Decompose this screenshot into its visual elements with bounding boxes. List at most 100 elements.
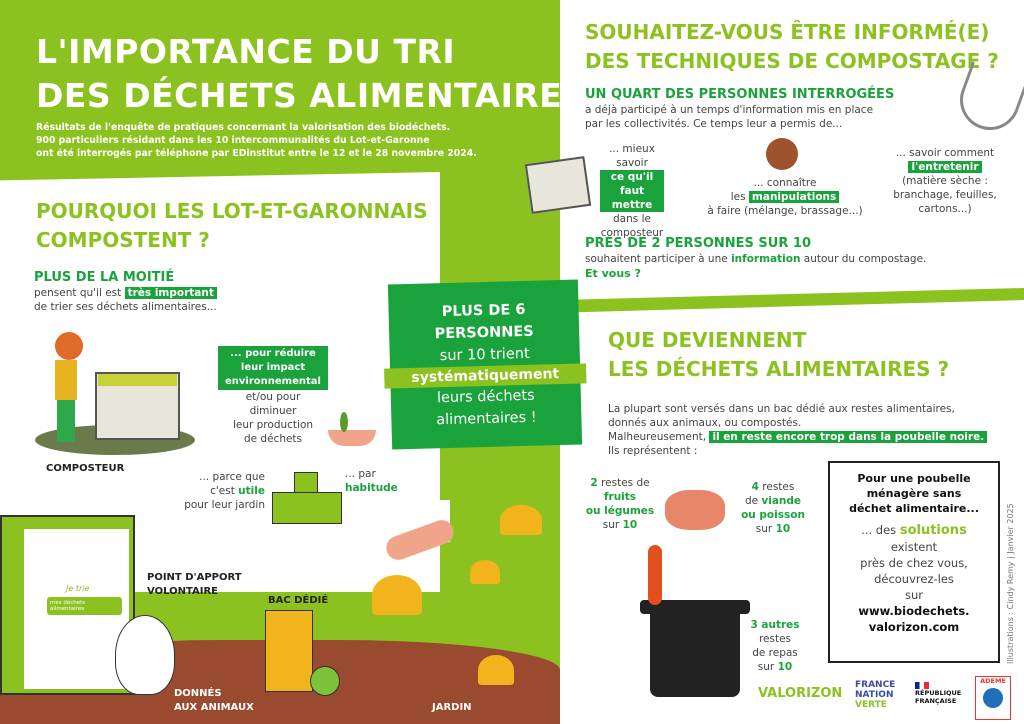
highlight-line: ... pour réduire — [230, 348, 316, 359]
label-jardin: JARDIN — [432, 702, 472, 713]
banana-peel-icon — [372, 575, 422, 615]
text: (matière sèche : — [902, 175, 988, 187]
text: souhaitent participer à une — [585, 253, 728, 265]
logo-text: ADEME — [980, 677, 1006, 685]
logo-text: NATION — [855, 690, 894, 700]
highlight: manipulations — [748, 191, 840, 203]
text: de trier ses déchets alimentaires... — [34, 301, 217, 313]
label-line: VOLONTAIRE — [147, 586, 218, 597]
text: branchage, feuilles, — [893, 189, 997, 201]
text: de repas — [752, 647, 798, 659]
highlight-line: leur impact — [240, 362, 306, 373]
label-bac-dedie: BAC DÉDIÉ — [268, 595, 329, 606]
compost-bin-icon — [524, 156, 592, 214]
title-line: Pour une poubelle — [857, 472, 971, 485]
bold-text: 3 autres — [750, 619, 800, 631]
banana-peel-icon — [478, 655, 514, 685]
highlight: utile — [238, 485, 265, 497]
text: près de chez vous, — [860, 556, 968, 570]
text: découvrez-les — [874, 572, 954, 586]
banana-peel-icon — [470, 560, 500, 584]
valorizon-logo: VALORIZON — [758, 686, 843, 701]
text: les — [730, 191, 746, 203]
bold-text: information — [731, 253, 801, 265]
highlight: l'entretenir — [908, 161, 982, 173]
number: 10 — [622, 519, 638, 531]
website-link[interactable]: www.biodechets. — [858, 604, 970, 618]
text: pensent qu'il est — [34, 287, 122, 299]
label-line: DONNÉS — [174, 688, 222, 699]
bold-text: ou poisson — [741, 509, 805, 521]
text: ... connaître — [753, 177, 817, 189]
label-line: AUX ANIMAUX — [174, 702, 254, 713]
title-line: ménagère sans — [866, 487, 962, 500]
page-title: L'IMPORTANCE DU TRI DES DÉCHETS ALIMENTAI… — [36, 30, 587, 118]
logo-text: FRANCE — [855, 680, 896, 690]
label-animaux: DONNÉS AUX ANIMAUX — [174, 687, 254, 715]
text: diminuer — [249, 405, 297, 417]
center-stat-box: PLUS DE 6 PERSONNES sur 10 trient systém… — [384, 279, 587, 450]
text: sur — [602, 519, 620, 531]
highlight-line: ce qu'il faut — [610, 171, 654, 197]
stat-meat: 4 restes de viande ou poisson sur 10 — [738, 480, 808, 536]
text: sur — [755, 523, 773, 535]
title-line: SOUHAITEZ-VOUS ÊTRE INFORMÉ(E) — [585, 20, 990, 44]
highlight: habitude — [345, 482, 398, 494]
hand-plant-icon — [318, 408, 383, 454]
text: a déjà participé à un temps d'informatio… — [585, 104, 874, 116]
text: composteur — [600, 227, 664, 239]
title-line: POURQUOI LES LOT-ET-GARONNAIS — [36, 199, 428, 223]
text: ... mieux savoir — [609, 143, 655, 169]
text: Ils représentent : — [608, 445, 698, 457]
text: dans le — [613, 213, 651, 225]
title-line: LES DÉCHETS ALIMENTAIRES ? — [608, 357, 950, 381]
apple-icon — [310, 666, 340, 696]
bold-text: fruits — [603, 491, 637, 503]
text: par les collectivités. Ce temps leur a p… — [585, 118, 843, 130]
headline: PRÈS DE 2 PERSONNES SUR 10 — [585, 236, 811, 251]
text: ... parce que — [199, 471, 265, 483]
title-line: COMPOSTENT ? — [36, 228, 210, 252]
text: existent — [890, 540, 938, 554]
subtitle-line: Résultats de l'enquête de pratiques conc… — [36, 122, 451, 133]
black-bin-illustration — [640, 600, 750, 700]
title-line: L'IMPORTANCE DU TRI — [36, 32, 456, 71]
logo-text: RÉPUBLIQUE — [915, 689, 962, 697]
chicken-illustration — [115, 615, 175, 695]
info-item-what: ... mieux savoir ce qu'il faut mettre dan… — [592, 142, 672, 240]
text: leur production — [232, 419, 314, 431]
title-line: DES TECHNIQUES DE COMPOSTAGE ? — [585, 49, 999, 73]
stat-line: alimentaires ! — [436, 409, 537, 429]
why-intro: PLUS DE LA MOITIÉ pensent qu'il est très… — [34, 270, 217, 314]
bold-text: solutions — [899, 523, 967, 538]
yellow-bin-illustration — [265, 610, 313, 692]
headline: UN QUART DES PERSONNES INTERROGÉES — [585, 87, 895, 102]
highlight: il en reste encore trop dans la poubelle… — [709, 431, 988, 443]
text: cartons...) — [918, 203, 972, 215]
bold-text: viande — [761, 495, 802, 507]
text: de déchets — [243, 433, 303, 445]
subtitle: Résultats de l'enquête de pratiques conc… — [36, 121, 477, 160]
illustration-credit: Illustrations : Cindy Remy | Janvier 202… — [1006, 503, 1015, 664]
title-line: DES DÉCHETS ALIMENTAIRES — [36, 76, 587, 115]
text: autour du compostage. — [803, 253, 927, 265]
banana-peel-icon — [500, 505, 542, 535]
text: ... des — [861, 523, 897, 537]
highlight-line: environnemental — [225, 376, 321, 387]
logo-text: FRANÇAISE — [915, 697, 957, 705]
website-link[interactable]: valorizon.com — [868, 620, 960, 634]
text: restes — [762, 481, 795, 493]
why-title: POURQUOI LES LOT-ET-GARONNAIS COMPOSTENT … — [36, 197, 428, 255]
fate-panel — [560, 300, 1024, 724]
highlight-line: mettre — [611, 199, 653, 211]
logo-text: VERTE — [855, 700, 887, 710]
subtitle-line: ont été interrogés par téléphone par EDi… — [36, 148, 477, 159]
info-item-manipulations: ... connaître les manipulations à faire … — [690, 176, 880, 218]
info-item-maintain: ... savoir comment l'entretenir (matière… — [885, 146, 1005, 216]
number: 2 — [590, 477, 598, 489]
